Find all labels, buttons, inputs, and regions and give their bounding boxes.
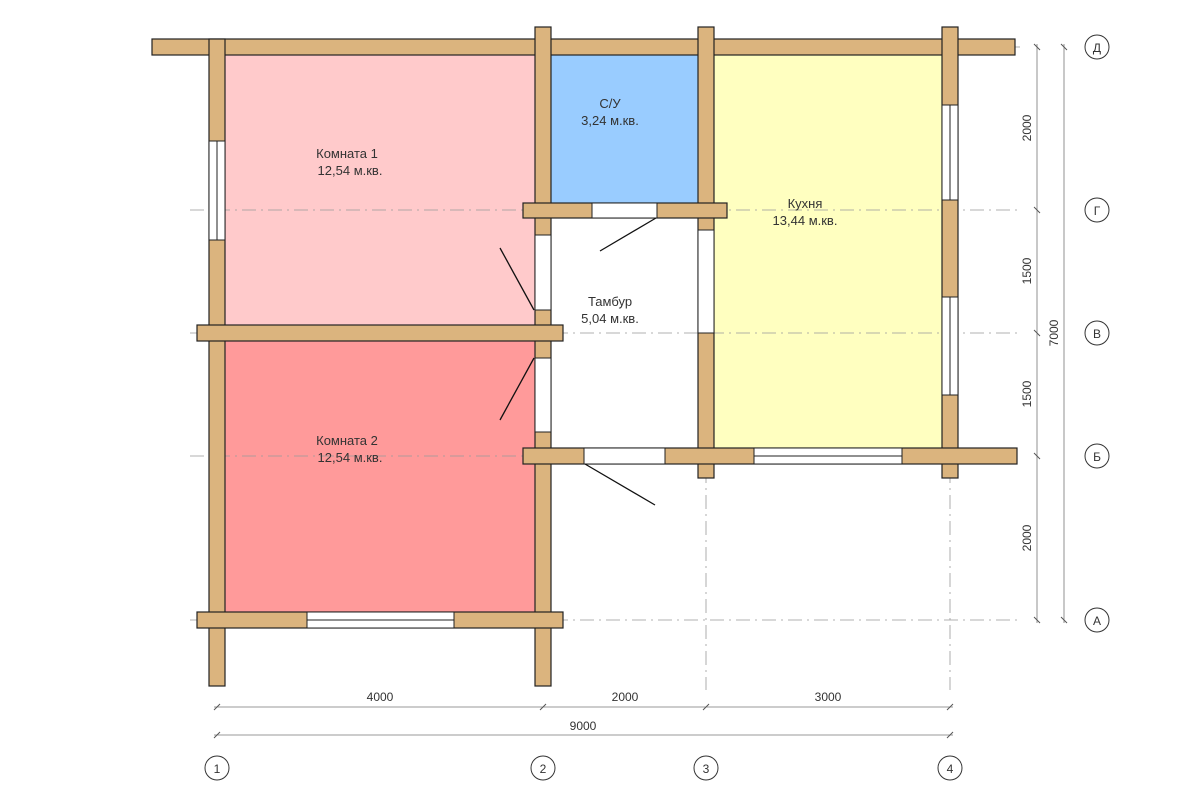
svg-text:4: 4 bbox=[947, 762, 954, 776]
room-kitchen-fill bbox=[714, 55, 942, 448]
axis-markers-y: Д Г В Б А bbox=[1084, 34, 1110, 633]
room-label-komnata-1: Комната 1 12,54 м.кв. bbox=[316, 146, 382, 178]
svg-text:3000: 3000 bbox=[815, 690, 842, 704]
svg-text:Комната 2: Комната 2 bbox=[316, 433, 378, 448]
bottom-dimensions: 4000 2000 3000 9000 bbox=[213, 690, 954, 739]
svg-text:9000: 9000 bbox=[570, 719, 597, 733]
axis-markers-x: 1 2 3 4 bbox=[204, 755, 963, 781]
svg-text:13,44 м.кв.: 13,44 м.кв. bbox=[773, 213, 838, 228]
svg-text:Д: Д bbox=[1093, 41, 1101, 55]
svg-text:Кухня: Кухня bbox=[788, 196, 823, 211]
svg-text:2000: 2000 bbox=[1020, 524, 1034, 551]
svg-text:3,24 м.кв.: 3,24 м.кв. bbox=[581, 113, 639, 128]
room-bathroom-fill bbox=[551, 55, 698, 203]
svg-text:12,54 м.кв.: 12,54 м.кв. bbox=[318, 450, 383, 465]
room-label-tambur: Тамбур 5,04 м.кв. bbox=[581, 294, 639, 326]
svg-text:Тамбур: Тамбур bbox=[588, 294, 632, 309]
svg-text:Комната 1: Комната 1 bbox=[316, 146, 378, 161]
svg-text:Б: Б bbox=[1093, 450, 1101, 464]
svg-text:В: В bbox=[1093, 327, 1101, 341]
room-label-komnata-2: Комната 2 12,54 м.кв. bbox=[316, 433, 382, 465]
svg-text:Г: Г bbox=[1094, 204, 1101, 218]
svg-text:С/У: С/У bbox=[599, 96, 621, 111]
right-dimensions: 2000 1500 1500 2000 7000 bbox=[1020, 43, 1068, 624]
room-komnata-1-fill bbox=[225, 55, 535, 325]
room-label-bathroom: С/У 3,24 м.кв. bbox=[581, 96, 639, 128]
svg-text:5,04 м.кв.: 5,04 м.кв. bbox=[581, 311, 639, 326]
svg-text:4000: 4000 bbox=[367, 690, 394, 704]
room-komnata-2-fill bbox=[225, 341, 535, 612]
svg-text:3: 3 bbox=[703, 762, 710, 776]
svg-text:2000: 2000 bbox=[1020, 114, 1034, 141]
room-label-kitchen: Кухня 13,44 м.кв. bbox=[773, 196, 838, 228]
svg-text:2000: 2000 bbox=[612, 690, 639, 704]
svg-text:А: А bbox=[1093, 614, 1101, 628]
svg-text:1: 1 bbox=[214, 762, 221, 776]
svg-text:12,54 м.кв.: 12,54 м.кв. bbox=[318, 163, 383, 178]
svg-text:1500: 1500 bbox=[1020, 380, 1034, 407]
svg-text:2: 2 bbox=[540, 762, 547, 776]
windows bbox=[208, 104, 959, 629]
door-swings bbox=[499, 217, 657, 506]
svg-text:1500: 1500 bbox=[1020, 257, 1034, 284]
svg-text:7000: 7000 bbox=[1047, 319, 1061, 346]
